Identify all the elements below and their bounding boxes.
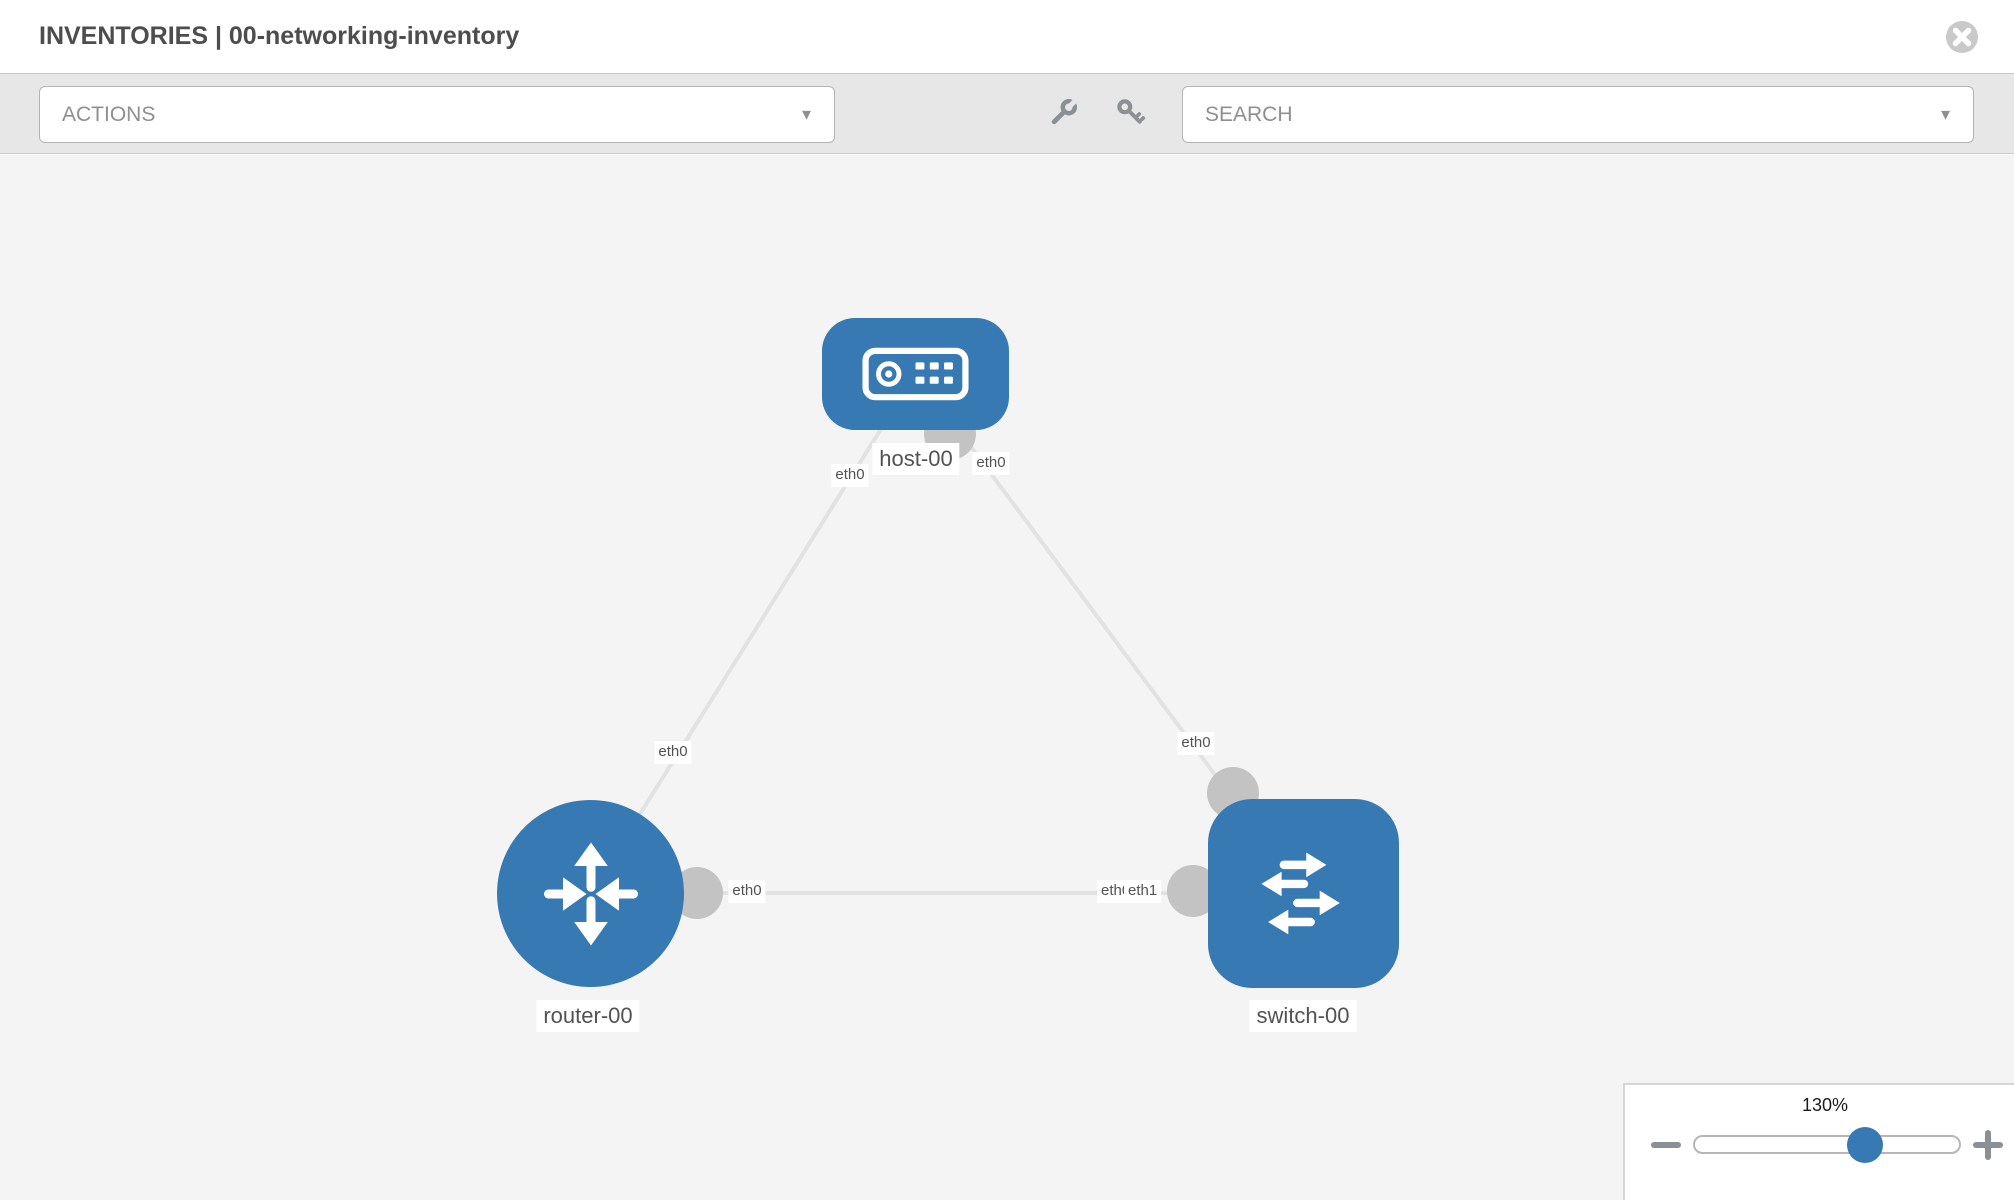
chevron-down-icon: ▼ — [1938, 106, 1953, 123]
plus-icon[interactable] — [1973, 1130, 2003, 1160]
zoom-slider-handle[interactable] — [1847, 1127, 1883, 1163]
topology-canvas[interactable]: host-00 router-00 switch-00 eth0 eth0 et… — [0, 155, 2014, 1200]
minus-icon[interactable] — [1651, 1142, 1681, 1148]
page-title: INVENTORIES | 00-networking-inventory — [39, 22, 520, 50]
key-icon[interactable] — [1114, 96, 1150, 132]
zoom-slider-track[interactable] — [1693, 1135, 1961, 1154]
link-host-router — [588, 371, 918, 896]
chevron-down-icon: ▼ — [799, 106, 814, 123]
iface-label-router-to-switch: eth0 — [728, 880, 766, 903]
wrench-icon[interactable] — [1044, 96, 1080, 132]
interface-port-switch-left — [1167, 865, 1219, 917]
node-label-switch: switch-00 — [1249, 1000, 1357, 1032]
router-icon — [543, 841, 638, 946]
iface-label-host-to-switch: eth0 — [972, 452, 1010, 475]
search-dropdown-label: SEARCH — [1205, 102, 1293, 126]
node-label-host: host-00 — [872, 443, 960, 475]
iface-label-switch-to-router-b: eth1 — [1124, 880, 1162, 903]
actions-dropdown[interactable]: ACTIONS ▼ — [39, 86, 835, 143]
close-icon[interactable] — [1944, 19, 1980, 55]
host-icon — [862, 347, 969, 401]
links-layer — [588, 371, 1305, 919]
interface-port-router — [671, 867, 723, 919]
switch-icon — [1260, 852, 1340, 934]
node-label-router: router-00 — [536, 1000, 640, 1032]
search-dropdown[interactable]: SEARCH ▼ — [1182, 86, 1974, 143]
node-host-00[interactable] — [822, 318, 1009, 430]
iface-label-router-to-host: eth0 — [654, 741, 692, 764]
toolbar: ACTIONS ▼ SEARCH ▼ — [0, 73, 2014, 154]
node-switch-00[interactable] — [1208, 799, 1399, 988]
actions-dropdown-label: ACTIONS — [62, 102, 156, 126]
iface-label-host-to-router: eth0 — [831, 464, 869, 487]
iface-label-switch-to-host: eth0 — [1177, 732, 1215, 755]
zoom-control-panel: 130% — [1623, 1083, 2014, 1200]
zoom-level-value: 130% — [1801, 1095, 1849, 1115]
header: INVENTORIES | 00-networking-inventory — [0, 0, 2014, 73]
node-router-00[interactable] — [497, 800, 684, 987]
